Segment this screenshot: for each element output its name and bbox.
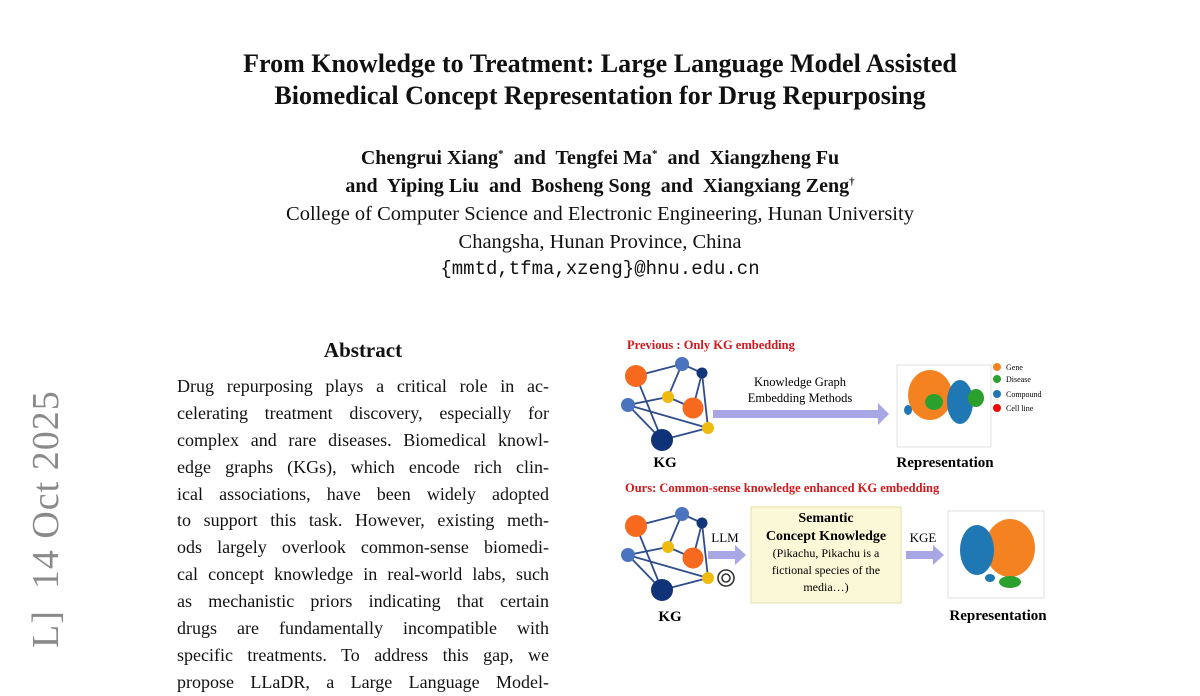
author: Chengrui Xiang — [360, 147, 499, 169]
legend-label: Gene — [1006, 363, 1023, 372]
arrow-icon — [713, 403, 889, 425]
conjunction: and — [488, 175, 522, 197]
abstract-line: edge graphs (KGs), which encode rich cli… — [177, 456, 549, 477]
abstract-line: to support this task. However, existing … — [177, 510, 549, 531]
abstract-body: Drug repurposing plays a critical role i… — [177, 373, 549, 696]
arrow-label: Knowledge Graph — [754, 375, 847, 389]
box-title: Concept Knowledge — [766, 529, 886, 544]
legend-label: Disease — [1006, 375, 1031, 384]
ours-caption: Ours: Common-sense knowledge enhanced KG… — [625, 481, 940, 495]
affiliation-line: College of Computer Science and Electron… — [286, 203, 914, 225]
kg-label: KG — [653, 455, 677, 471]
title-line: From Knowledge to Treatment: Large Langu… — [243, 49, 957, 78]
author-mark: * — [651, 148, 658, 160]
author-mark: * — [498, 148, 504, 160]
author-list: Chengrui Xiang* and Tengfei Ma* and Xian… — [0, 144, 1200, 200]
box-text: fictional species of the — [772, 563, 880, 577]
representation-label: Representation — [896, 455, 994, 471]
legend-label: Compound — [1006, 390, 1042, 399]
conjunction: and — [345, 175, 378, 197]
email: {mmtd,tfma,xzeng}@hnu.edu.cn — [440, 258, 760, 280]
scatter-plot-bottom — [947, 510, 1045, 599]
author: Tengfei Ma — [555, 147, 652, 169]
abstract-line: Drug repurposing plays a critical role i… — [177, 376, 549, 396]
abstract-heading: Abstract — [323, 338, 403, 362]
box-text: media…) — [803, 580, 848, 594]
abstract-line: celerating treatment discovery, especial… — [177, 402, 549, 423]
abstract-line: cal concept knowledge in real-world labs… — [177, 564, 549, 585]
abstract-line: ods largely overlook common-sense biomed… — [177, 537, 549, 558]
affiliation-line: Changsha, Hunan Province, China — [458, 231, 742, 253]
author-mark: † — [849, 176, 855, 188]
arrow-label: Embedding Methods — [748, 391, 853, 405]
openai-logo-icon — [717, 569, 735, 587]
legend: Gene Disease Compound Cell line — [993, 363, 1042, 413]
conjunction: and — [667, 147, 700, 169]
kge-label: KGE — [910, 530, 937, 545]
semantic-knowledge-box — [750, 506, 902, 604]
author: Yiping Liu — [386, 175, 479, 197]
abstract-line: complex and rare diseases. Biomedical kn… — [177, 429, 549, 450]
paper-title: From Knowledge to Treatment: Large Langu… — [0, 48, 1200, 112]
arrow-icon — [906, 545, 944, 565]
box-text: (Pikachu, Pikachu is a — [773, 546, 880, 560]
abstract-line: drugs are fundamentally incompatible wit… — [177, 618, 549, 639]
author: Xiangzheng Fu — [709, 147, 840, 169]
scatter-plot-top — [896, 364, 992, 448]
representation-label: Representation — [949, 608, 1047, 624]
author: Xiangxiang Zeng — [702, 175, 850, 197]
previous-caption: Previous : Only KG embedding — [627, 338, 796, 352]
author: Bosheng Song — [531, 175, 651, 197]
arxiv-stamp: L] 14 Oct 2025 — [25, 390, 67, 648]
abstract-line: propose LLaDR, a Large Language Model- — [177, 671, 549, 692]
title-line: Biomedical Concept Representation for Dr… — [274, 81, 926, 110]
conjunction: and — [513, 147, 546, 169]
box-title: Semantic — [798, 511, 853, 526]
kg-label: KG — [658, 609, 682, 625]
affiliation: College of Computer Science and Electron… — [0, 200, 1200, 256]
abstract-line: as mechanistic priors indicating that ce… — [177, 591, 549, 612]
conjunction: and — [660, 175, 693, 197]
legend-label: Cell line — [1006, 404, 1034, 413]
kg-graph-icon — [620, 506, 715, 602]
llm-label: LLM — [711, 530, 739, 545]
abstract-line: ical associations, have been widely adop… — [177, 483, 549, 504]
figure-overview: Previous : Only KG embedding KG Knowledg… — [620, 338, 1047, 625]
abstract-line: specific treatments. To address this gap… — [177, 644, 549, 665]
arrow-icon — [708, 545, 746, 565]
kg-graph-icon — [620, 356, 715, 452]
